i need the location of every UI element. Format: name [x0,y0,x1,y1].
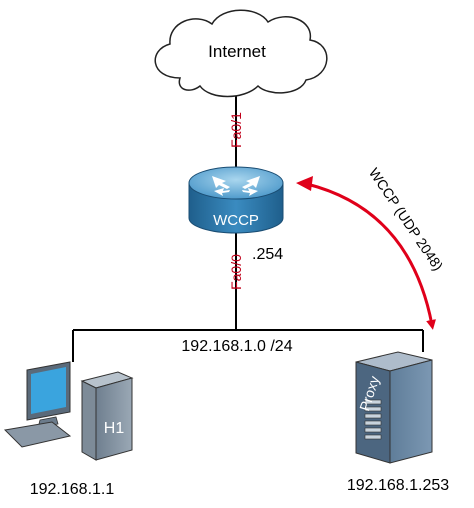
host-name-label: H1 [104,420,125,437]
interface-fa0-1-label: Fa0/1 [228,112,244,148]
workstation-icon [3,361,134,461]
interface-fa0-0-label: Fa0/0 [228,254,244,290]
internet-label: Internet [208,42,266,61]
router-label: WCCP [213,212,259,229]
internet-cloud-icon [154,9,328,98]
wccp-arrow-head-start [296,176,313,191]
wccp-arrow [306,182,436,330]
proxy-server-icon [355,351,433,464]
router-icon [188,166,284,234]
subnet-label: 192.168.1.0 /24 [181,338,292,355]
host-ip-label: 192.168.1.1 [30,481,115,498]
proxy-ip-label: 192.168.1.253 [347,477,449,494]
router-ip-suffix: .254 [252,246,283,263]
